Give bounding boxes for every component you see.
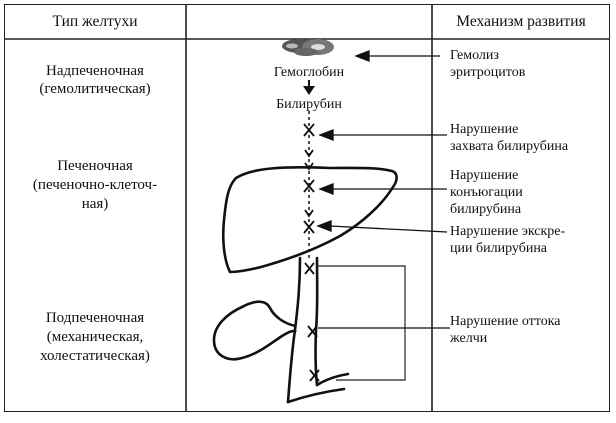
label-hemoglobin: Гемоглобин (273, 65, 345, 80)
mechanism-conjugation-line-3: билирубина (450, 202, 522, 217)
pointer-excretion (316, 220, 448, 233)
mechanism-excretion-line-1: Нарушение экскре- (450, 224, 566, 239)
block-mark-duct-1 (304, 262, 315, 275)
pathway-arrowhead (304, 162, 314, 171)
type-posthepatic-line-3: холестатическая) (40, 348, 150, 364)
mechanism-uptake-line-2: захвата билирубина (450, 139, 569, 154)
mechanism-uptake-line-1: Нарушение (450, 122, 519, 137)
label-bilirubin: Билирубин (276, 97, 342, 112)
mechanism-hemolysis-line-1: Гемолиз (450, 48, 499, 63)
pointer-hemolysis (354, 50, 440, 62)
type-posthepatic-line-2: (механическая, (46, 329, 144, 345)
header-jaundice-type: Тип желтухи (52, 13, 138, 30)
type-posthepatic-line-1: Подпеченочная (45, 310, 145, 326)
block-mark-conjugation (303, 179, 315, 193)
header-mechanism: Механизм развития (456, 13, 586, 30)
bile-duct (286, 256, 350, 404)
type-prehepatic-line-1: Надпеченочная (46, 63, 144, 79)
arrow-hemoglobin-to-bilirubin (303, 80, 315, 95)
mechanism-outflow-line-2: желчи (450, 331, 488, 346)
gallbladder (212, 300, 297, 361)
type-hepatic-line-1: Печеночная (57, 158, 133, 174)
mechanism-conjugation-line-2: конъюгации (450, 185, 523, 200)
duct-bracket (317, 265, 406, 381)
pointer-uptake (318, 129, 447, 141)
block-mark-excretion (303, 220, 315, 234)
table-frame (4, 4, 610, 412)
erythrocytes-icon (282, 39, 334, 56)
block-mark-uptake (303, 123, 315, 137)
mechanism-excretion-line-2: ции билирубина (450, 241, 548, 256)
type-hepatic-line-3: ная) (81, 196, 109, 212)
pathway-arrowhead (304, 149, 314, 158)
type-prehepatic-line-2: (гемолитическая) (39, 81, 151, 97)
pathway-arrowhead (304, 209, 314, 218)
mechanism-outflow-line-1: Нарушение оттока (450, 314, 561, 329)
pointer-conjugation (318, 183, 447, 195)
mechanism-pointers (316, 50, 450, 329)
mechanism-hemolysis-line-2: эритроцитов (450, 65, 526, 80)
block-marks (303, 123, 320, 382)
type-hepatic-line-2: (печеночно-клеточ- (32, 177, 158, 193)
mechanism-conjugation-line-1: Нарушение (450, 168, 519, 183)
liver-outline (221, 166, 398, 274)
